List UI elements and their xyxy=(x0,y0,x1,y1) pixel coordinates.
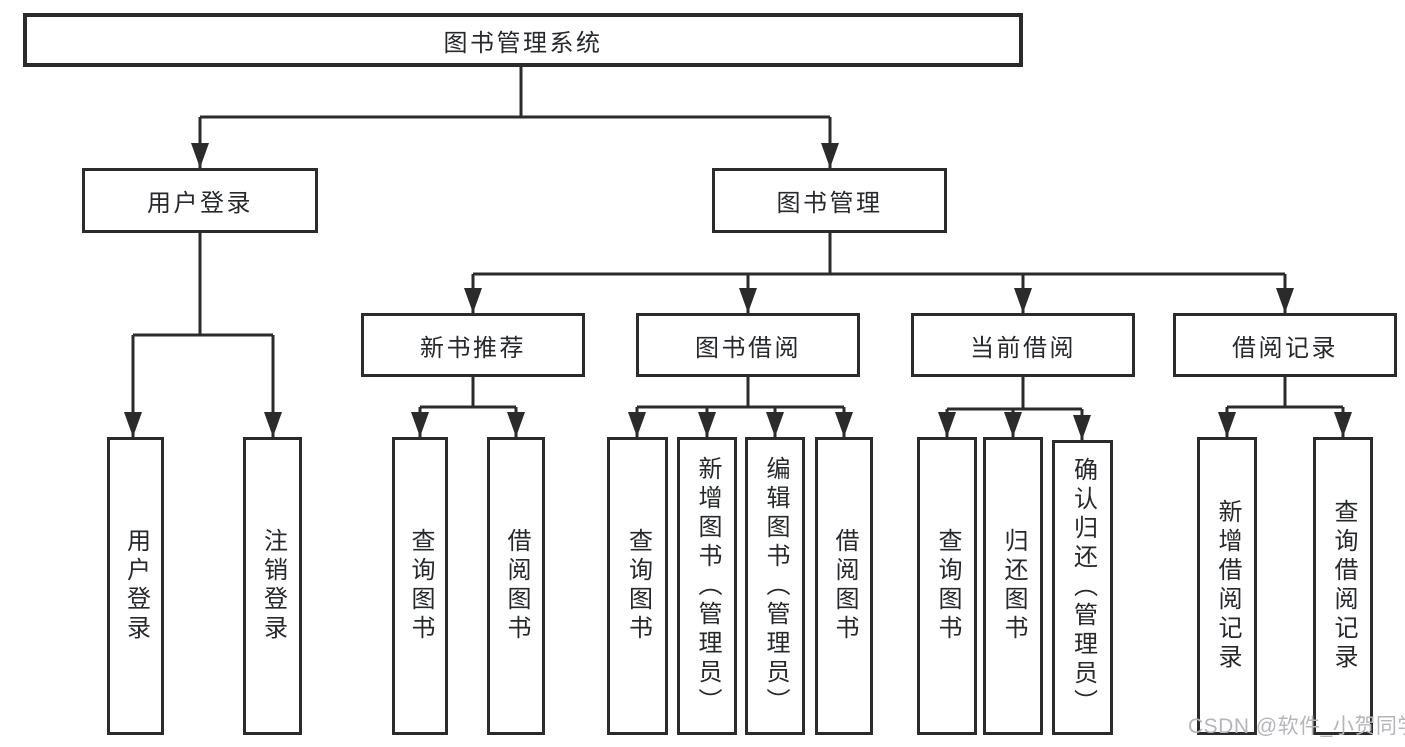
node-leaf-query-borrow-record: 查询借阅记录 xyxy=(1313,437,1373,735)
node-leaf-add-book-admin: 新增图书（管理员） xyxy=(677,437,737,735)
csdn-watermark: CSDN @软件_小贺同学 xyxy=(1188,715,1405,738)
node-leaf-confirm-return-admin-label: 确认归还（管理员） xyxy=(1069,457,1097,718)
node-leaf-borrow-books-1: 借阅图书 xyxy=(487,437,545,735)
node-leaf-query-books-1-label: 查询图书 xyxy=(407,528,434,644)
node-new-book-recommend-label: 新书推荐 xyxy=(420,334,526,362)
node-current-borrowing-label: 当前借阅 xyxy=(970,334,1076,362)
node-leaf-add-book-admin-label: 新增图书（管理员） xyxy=(694,455,721,717)
node-leaf-edit-book-admin: 编辑图书（管理员） xyxy=(745,437,805,735)
node-borrow-records: 借阅记录 xyxy=(1173,313,1397,377)
node-leaf-query-books-2-label: 查询图书 xyxy=(624,528,652,644)
node-leaf-query-borrow-record-label: 查询借阅记录 xyxy=(1330,499,1357,673)
node-current-borrowing: 当前借阅 xyxy=(911,313,1135,377)
node-library-system: 图书管理系统 xyxy=(23,13,1023,67)
node-leaf-return-books-label: 归还图书 xyxy=(1000,528,1027,644)
node-leaf-return-books: 归还图书 xyxy=(983,437,1043,735)
node-leaf-borrow-books-1-label: 借阅图书 xyxy=(503,528,530,644)
node-leaf-add-borrow-record-label: 新增借阅记录 xyxy=(1214,499,1241,673)
connector-user-login-split xyxy=(133,233,273,337)
node-leaf-borrow-books-2: 借阅图书 xyxy=(815,437,873,735)
connector-current-borrow-split xyxy=(947,377,1082,411)
connector-root-to-level1 xyxy=(200,67,830,119)
node-leaf-logout-label: 注销登录 xyxy=(259,528,287,644)
node-leaf-query-books-3: 查询图书 xyxy=(917,437,977,735)
connector-book-mgmt-rail xyxy=(473,233,1285,276)
node-leaf-confirm-return-admin: 确认归还（管理员） xyxy=(1052,440,1113,735)
node-new-book-recommend: 新书推荐 xyxy=(361,313,585,377)
node-leaf-query-books-3-label: 查询图书 xyxy=(934,528,961,644)
connector-new-books-split xyxy=(420,377,516,409)
node-library-system-label: 图书管理系统 xyxy=(443,29,603,57)
node-leaf-user-login: 用户登录 xyxy=(107,437,164,735)
node-book-management-label: 图书管理 xyxy=(776,190,883,217)
node-leaf-query-books-1: 查询图书 xyxy=(392,437,448,735)
node-borrow-records-label: 借阅记录 xyxy=(1232,334,1338,362)
node-leaf-borrow-books-2-label: 借阅图书 xyxy=(831,528,858,644)
node-leaf-logout: 注销登录 xyxy=(243,437,302,735)
node-book-management: 图书管理 xyxy=(712,168,947,233)
node-leaf-query-books-2: 查询图书 xyxy=(607,437,668,735)
node-leaf-add-borrow-record: 新增借阅记录 xyxy=(1197,437,1257,735)
node-leaf-user-login-label: 用户登录 xyxy=(122,528,150,644)
node-user-login-label: 用户登录 xyxy=(147,190,253,217)
node-user-login: 用户登录 xyxy=(82,168,318,233)
connector-borrow-records-split xyxy=(1227,377,1343,409)
node-leaf-edit-book-admin-label: 编辑图书（管理员） xyxy=(762,455,789,717)
connector-book-borrow-split xyxy=(637,377,844,409)
node-book-borrowing: 图书借阅 xyxy=(636,313,860,377)
node-book-borrowing-label: 图书借阅 xyxy=(695,334,801,362)
